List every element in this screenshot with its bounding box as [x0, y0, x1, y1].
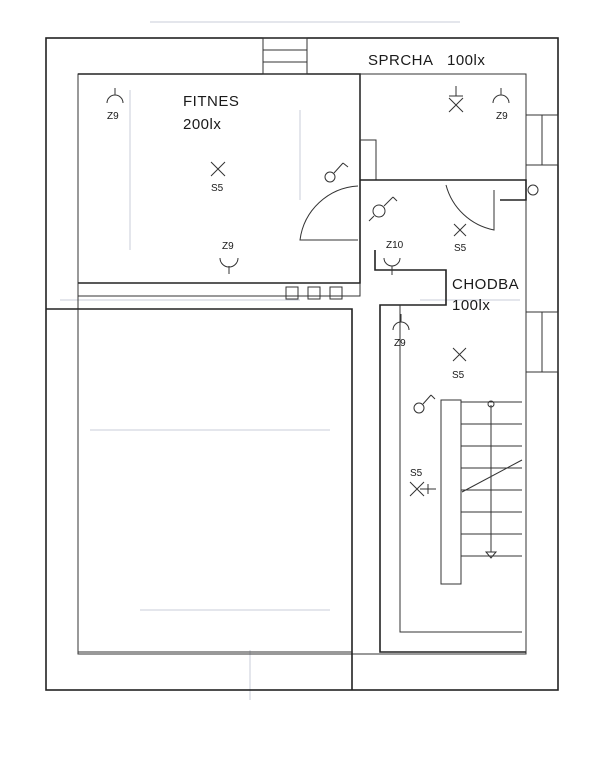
switch-icon [413, 394, 436, 414]
scan-noise [60, 21, 520, 700]
fixture-label-z9-shower: Z9 [496, 111, 508, 122]
outer-walls [45, 37, 559, 691]
shower-room-name: SPRCHA [368, 52, 434, 69]
wall-boxes [285, 286, 343, 300]
fixture-label-z10: Z10 [386, 240, 404, 251]
wall-light-icon: Z10 [383, 240, 404, 275]
staircase-icon [440, 399, 523, 585]
shower-room-lux: 100lx [447, 52, 485, 69]
fixture-label-s5-stair: S5 [410, 468, 423, 479]
corridor-room-name: CHODBA [452, 276, 519, 293]
fixture-label-s5-fitness: S5 [211, 183, 224, 194]
fixture-label-s5-lobby: S5 [454, 243, 467, 254]
corridor-label: CHODBA 100lx [452, 276, 519, 314]
ceiling-light-icon: S5 [409, 468, 436, 497]
switch-icon [324, 162, 349, 183]
fixture-label-z9-corridor: Z9 [394, 338, 406, 349]
fitness-label: FITNES 200lx [183, 93, 239, 133]
shower-label: SPRCHA 100lx [368, 52, 485, 69]
fitness-room-name: FITNES [183, 93, 239, 110]
fixture-label-z9-fitness-bottom: Z9 [222, 241, 234, 252]
ceiling-light-icon: S5 [452, 347, 467, 381]
switch-icon [368, 196, 398, 222]
ceiling-light-icon: S5 [210, 161, 226, 194]
wall-light-icon: Z9 [392, 314, 410, 349]
core-walls [360, 179, 527, 653]
windows [262, 37, 559, 373]
wall-light-icon: Z9 [492, 88, 510, 122]
wall-light-icon: Z9 [106, 88, 124, 122]
fitness-room-lux: 200lx [183, 116, 221, 133]
ceiling-light-icon: S5 [453, 223, 467, 254]
fan-icon [448, 86, 464, 113]
fixture-label-s5-corridor: S5 [452, 370, 465, 381]
doors [299, 184, 539, 241]
corridor-room-lux: 100lx [452, 297, 490, 314]
fixture-label-z9-fitness-top: Z9 [107, 111, 119, 122]
lower-left-room [46, 308, 353, 690]
wall-light-icon: Z9 [219, 241, 239, 274]
fitness-room-walls [77, 73, 377, 297]
